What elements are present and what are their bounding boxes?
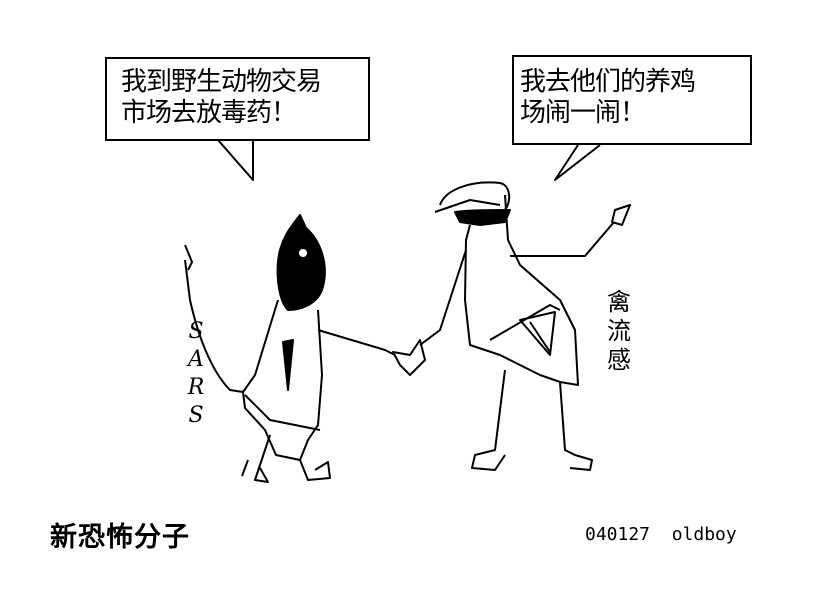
left-bubble-tail: [217, 139, 254, 181]
bird-flu-label: 禽流感: [607, 288, 631, 374]
left-speech-bubble: 我到野生动物交易 市场去放毒药！: [105, 57, 370, 141]
cartoon-credit: 040127 oldboy: [585, 524, 737, 545]
sars-label: SARS: [187, 319, 205, 428]
right-speech-bubble: 我去他们的养鸡 场闹一闹！: [512, 55, 752, 145]
left-speech-text: 我到野生动物交易 市场去放毒药！: [121, 67, 322, 128]
sars-figure: [184, 214, 426, 483]
right-speech-text: 我去他们的养鸡 场闹一闹！: [520, 67, 696, 128]
bird-flu-figure: [419, 181, 631, 471]
cartoon-title: 新恐怖分子: [50, 522, 190, 553]
right-bubble-tail: [554, 144, 601, 181]
